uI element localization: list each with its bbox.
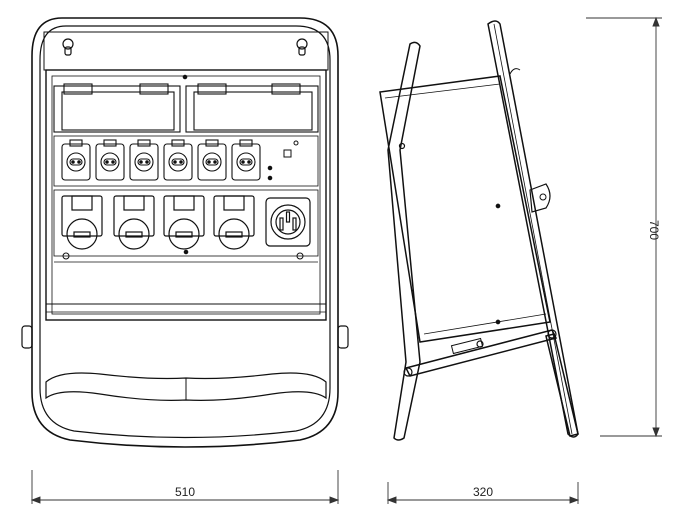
front-outer-frame xyxy=(31,17,339,448)
small-socket-strip xyxy=(53,135,319,187)
side-front-leg xyxy=(387,41,421,441)
large-socket xyxy=(265,197,311,247)
small-socket xyxy=(231,139,261,181)
front-inner-frame xyxy=(39,25,331,439)
side-enclosure xyxy=(379,75,551,343)
right-side-bracket xyxy=(337,325,349,349)
dimension-lines xyxy=(30,16,662,504)
small-socket xyxy=(95,139,125,181)
small-socket xyxy=(197,139,227,181)
front-view xyxy=(21,17,349,448)
side-bracket-ear xyxy=(529,183,551,213)
dimension-height-label: 700 xyxy=(647,220,661,240)
bottom-handle xyxy=(45,372,327,401)
dimension-width-label: 510 xyxy=(175,485,195,499)
dimension-depth-label: 320 xyxy=(473,485,493,499)
large-socket xyxy=(113,195,155,250)
keyhole-right-icon xyxy=(296,38,308,56)
side-cross-brace xyxy=(404,329,558,377)
side-lower-leg xyxy=(545,333,579,437)
small-socket xyxy=(61,139,91,181)
front-top-plate xyxy=(43,31,329,71)
small-sockets xyxy=(61,139,261,181)
indicator-square xyxy=(283,149,292,158)
pivot-brace-left xyxy=(403,367,413,377)
small-socket xyxy=(129,139,159,181)
side-view xyxy=(379,20,579,441)
large-sockets xyxy=(61,195,311,250)
pivot-brace-right xyxy=(547,329,557,339)
breaker-cover-left xyxy=(53,83,181,133)
small-socket xyxy=(163,139,193,181)
large-socket xyxy=(213,195,255,250)
keyhole-left-icon xyxy=(62,38,74,56)
large-socket xyxy=(163,195,205,250)
breaker-cover-right xyxy=(185,83,319,133)
left-side-bracket xyxy=(21,325,33,349)
large-socket-panel xyxy=(53,189,319,257)
large-socket xyxy=(61,195,103,250)
pivot-top xyxy=(398,142,406,150)
front-enclosure xyxy=(45,69,327,321)
